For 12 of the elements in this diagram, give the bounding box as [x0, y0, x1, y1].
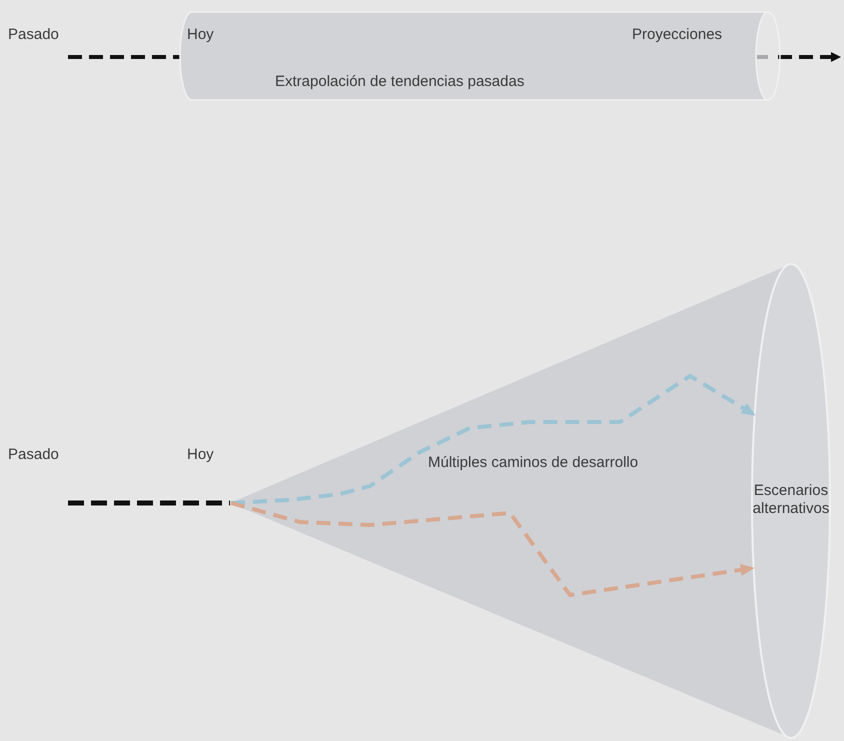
timeline-label: Pasado: [8, 26, 59, 44]
cone-shape: [228, 262, 834, 740]
shape-label: Múltiples caminos de desarrollo: [428, 454, 638, 472]
scenario-label: Escenarios alternativos: [752, 482, 830, 518]
shape-label: Extrapolación de tendencias pasadas: [275, 73, 524, 91]
dashed-arrow: [230, 374, 756, 505]
timeline-label: Hoy: [187, 446, 214, 464]
timeline-label: Hoy: [187, 26, 214, 44]
cone-base-ellipse: [750, 262, 832, 740]
timeline-label: Pasado: [8, 446, 59, 464]
dashed-arrow: [230, 501, 755, 598]
timeline-label: Proyecciones: [632, 26, 722, 44]
